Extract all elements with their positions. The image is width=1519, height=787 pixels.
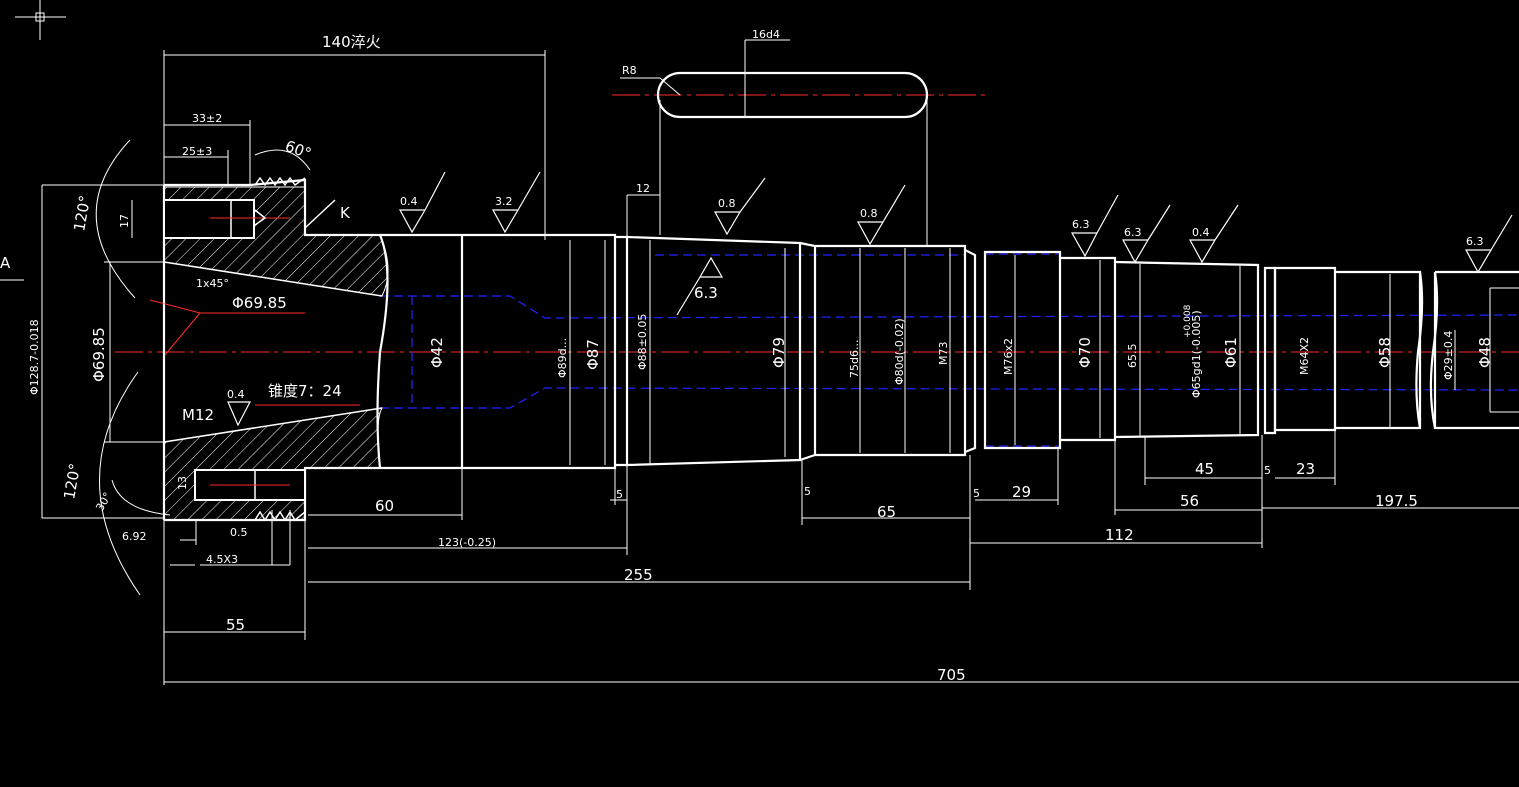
dim-23: 23 [1296,460,1315,478]
ra-32: 3.2 [495,195,513,208]
dim-61: Φ61 [1222,337,1240,368]
dim-m64: M64X2 [1298,337,1311,375]
dim-692: 6.92 [122,530,147,543]
dim-705: 705 [937,666,966,684]
dim-70: Φ70 [1076,337,1094,368]
dim-79: Φ79 [770,337,788,368]
taper-lines [163,261,383,443]
dim-65gd: Φ65gd1(-0.005) [1190,310,1203,398]
ra-04b: 0.4 [400,195,418,208]
dim-1975: 197.5 [1375,492,1418,510]
dim-16d4: 16d4 [752,28,780,41]
dim-45x3: 4.5X3 [206,553,238,566]
ra-08a: 0.8 [718,197,736,210]
dim-taper: 锥度7：24 [268,382,342,400]
dim-m76: M76x2 [1002,338,1015,375]
dim-5b: 5 [804,485,811,498]
dim-m73: M73 [937,342,950,366]
dim-60deg: 60° [283,137,314,163]
dim-6985h: Φ69.85 [232,294,287,312]
dim-88: Φ88±0.05 [636,314,649,370]
view-label: A [0,254,11,272]
dim-5c: 5 [973,487,980,500]
dim-56: 56 [1180,492,1199,510]
dim-58: Φ58 [1376,337,1394,368]
dim-140: 140淬火 [322,33,381,51]
dim-r8: R8 [622,64,637,77]
dim-60: 60 [375,497,394,515]
ra-63a: 6.3 [694,284,718,302]
crosshair-cursor-icon [15,0,66,40]
red-leaders [149,217,360,486]
dim-120b: 120° [60,462,84,501]
ra-04c: 0.4 [1192,226,1210,239]
dim-1x45: 1x45° [196,277,229,290]
dim-123: 123(-0.25) [438,536,496,549]
ra-08b: 0.8 [860,207,878,220]
dim-87: Φ87 [584,339,602,370]
shaft-outline [162,178,1519,522]
dim-80: Φ80d(-0.02) [893,318,906,385]
ra-63d: 6.3 [1466,235,1484,248]
ra-63b: 6.3 [1072,218,1090,231]
dim-128: Φ128.7-0.018 [28,319,41,395]
dimension-labels: A 140淬火 33±2 25±3 60° 17 120° 120° 30° Φ… [0,28,1494,684]
interior-lines [569,240,1519,465]
dim-33: 33±2 [192,112,222,125]
dim-55: 55 [226,616,245,634]
ra-04a: 0.4 [227,388,245,401]
dim-29: 29 [1012,483,1031,501]
dim-75: 75d6... [848,340,861,378]
hidden-lines [380,253,1519,447]
keyway-slot [656,40,929,245]
dim-45: 45 [1195,460,1214,478]
dim-13: 13 [176,476,189,490]
dim-655: 65.5 [1126,344,1139,369]
k-mark: K [340,204,351,222]
dim-5a: 5 [616,488,623,501]
dim-30deg: 30° [93,490,114,513]
ra-63c: 6.3 [1124,226,1142,239]
dim-m12: M12 [182,406,214,424]
dim-12: 12 [636,182,650,195]
roughness-symbols [227,171,1513,427]
section-hatching [163,186,389,521]
thread-teeth [254,176,336,522]
dim-29b: Φ29±0.4 [1442,331,1455,380]
dim-255: 255 [624,566,653,584]
dim-65: 65 [877,503,896,521]
dim-25: 25±3 [182,145,212,158]
dim-120a: 120° [70,194,94,233]
dim-65tol: +0.008 [1183,304,1193,338]
dim-42: Φ42 [428,337,446,368]
dimension-lines [41,39,1519,685]
dim-17: 17 [118,214,131,228]
dim-5d: 5 [1264,464,1271,477]
dim-05: 0.5 [230,526,248,539]
dim-89: Φ89d... [556,338,569,378]
dim-6985v: Φ69.85 [90,327,108,382]
dim-48: Φ48 [1476,337,1494,368]
dim-112: 112 [1105,526,1134,544]
